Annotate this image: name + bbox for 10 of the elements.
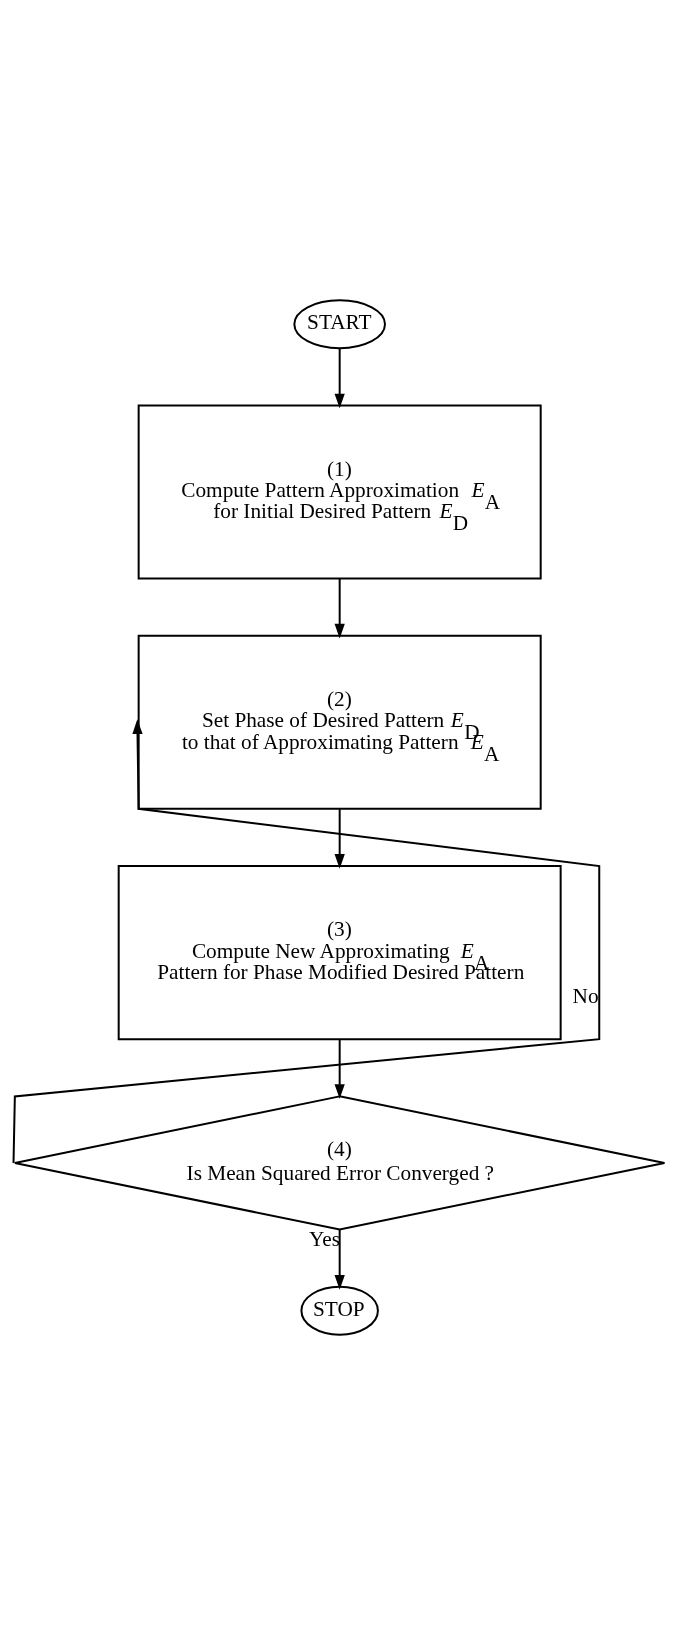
node-ellipse: START [293,298,386,349]
arrow [334,347,345,408]
arrow [334,1228,345,1290]
arrow [334,1038,345,1099]
arrow [334,577,345,638]
arrow [12,718,601,1164]
node-diamond: (4) Is Mean Squared Error Converged ? [13,1094,666,1231]
arrow [334,807,345,869]
edge-label: No [572,983,599,1008]
node-ellipse: STOP [300,1285,379,1336]
